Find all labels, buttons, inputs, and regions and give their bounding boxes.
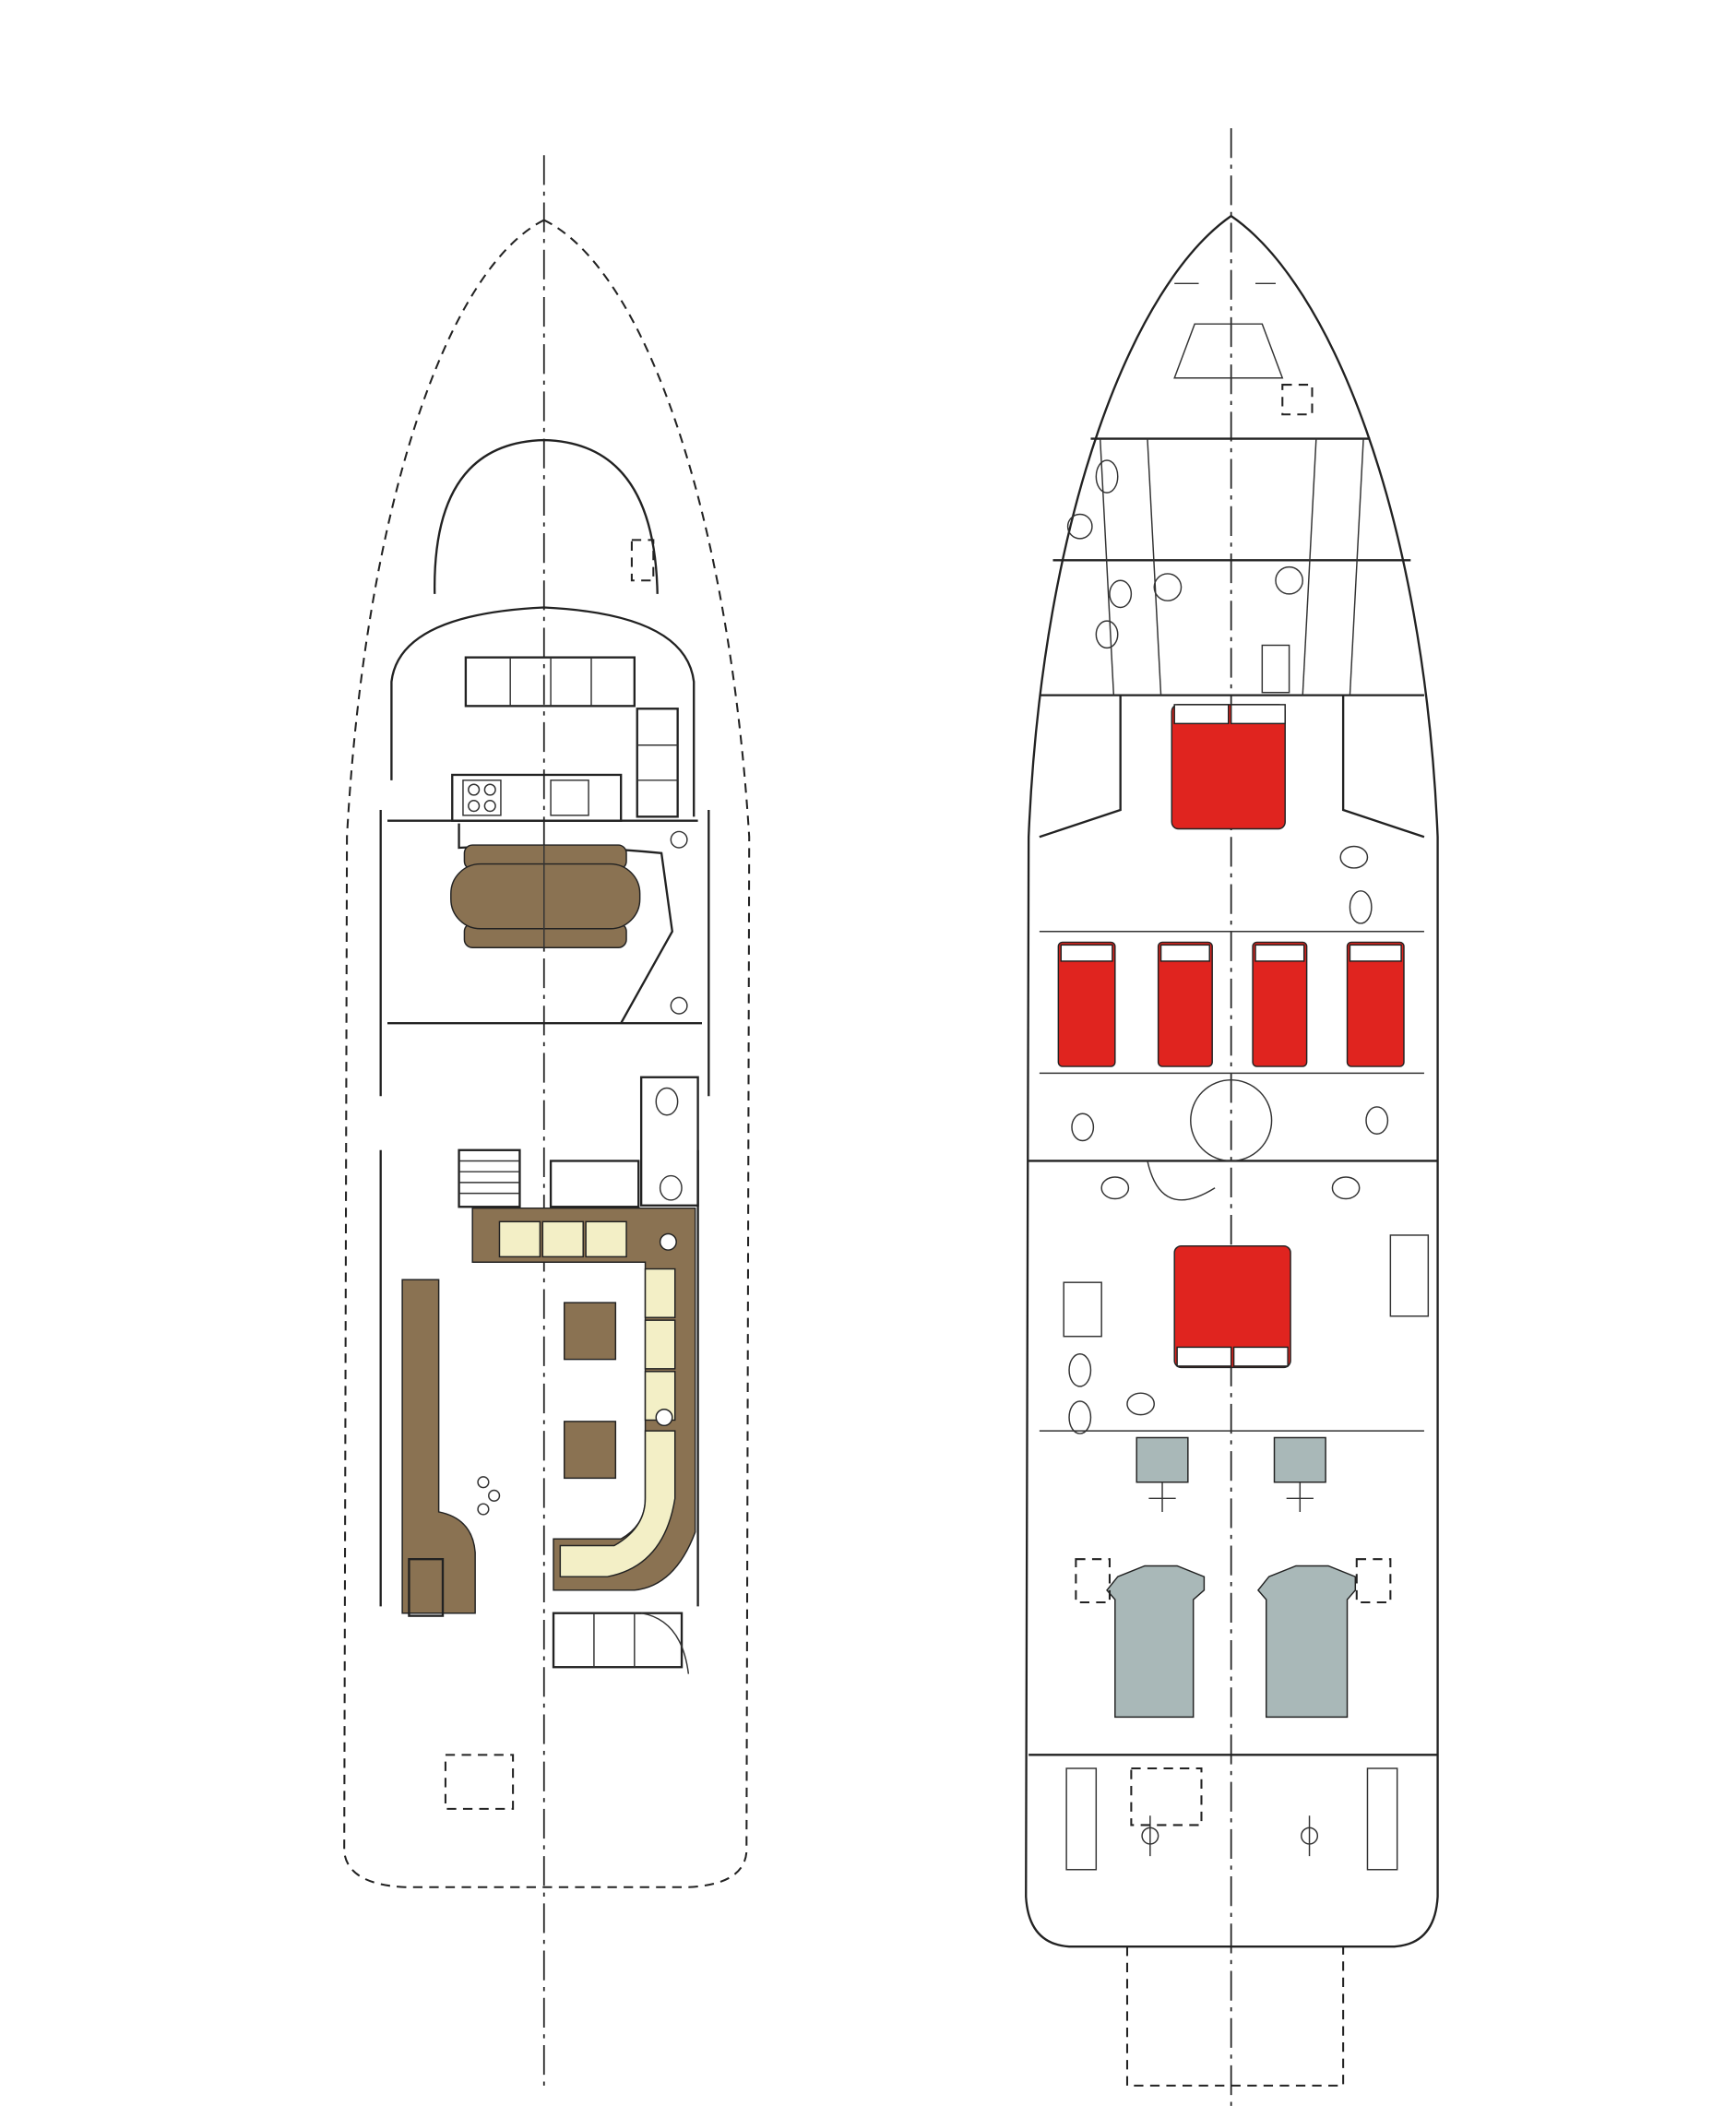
engine-starboard bbox=[1256, 1565, 1357, 1719]
tender-garage bbox=[1130, 1767, 1203, 1826]
coffee-table-fore bbox=[563, 1302, 617, 1361]
galley-counter bbox=[451, 773, 623, 822]
gearbox-port bbox=[1136, 1436, 1189, 1483]
aft-seating bbox=[552, 1612, 684, 1669]
engine-room bbox=[1075, 1436, 1392, 1719]
bed-guest-2 bbox=[1157, 941, 1213, 1067]
dining-table bbox=[450, 844, 641, 949]
lazarette bbox=[1065, 1767, 1398, 1871]
main-deck-plan bbox=[343, 155, 751, 2086]
bed-guest-1 bbox=[1057, 941, 1116, 1067]
lounge-cushions bbox=[498, 1220, 676, 1577]
bed-guest-4 bbox=[1346, 941, 1405, 1067]
lower-deck-hull-outline bbox=[1025, 214, 1439, 1948]
bar-counter bbox=[401, 1279, 476, 1614]
engine-port bbox=[1106, 1565, 1206, 1719]
bed-master bbox=[1173, 1244, 1291, 1369]
stairs bbox=[458, 1148, 521, 1208]
main-deck-hull-outline bbox=[343, 219, 751, 1888]
forward-seating bbox=[464, 656, 679, 818]
forepeak-details bbox=[1173, 282, 1284, 379]
swim-platform bbox=[1125, 1946, 1345, 2087]
day-head bbox=[639, 1076, 699, 1207]
coffee-table-aft bbox=[563, 1421, 617, 1480]
side-wall-right bbox=[696, 810, 710, 1607]
hatch-aft bbox=[444, 1754, 515, 1810]
beds bbox=[1057, 704, 1405, 1369]
hatch-fore bbox=[630, 539, 655, 582]
foredeck-cabin-top bbox=[434, 438, 659, 594]
bulkheads bbox=[1029, 437, 1438, 1756]
crew-cabins bbox=[1066, 438, 1364, 696]
lower-deck-plan bbox=[1025, 128, 1439, 2109]
guest-heads bbox=[1039, 845, 1430, 1434]
gearbox-starboard bbox=[1273, 1436, 1326, 1483]
superstructure-front bbox=[390, 606, 696, 817]
bed-guest-3 bbox=[1252, 941, 1308, 1067]
aft-stairs bbox=[408, 1558, 445, 1617]
